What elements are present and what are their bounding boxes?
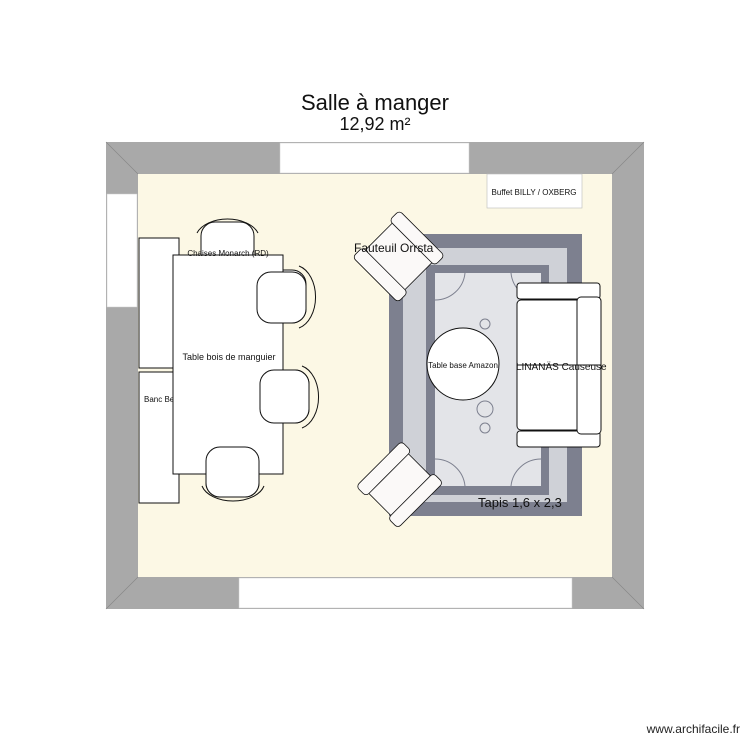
sofa[interactable] xyxy=(516,282,602,448)
sofa-label: LINANÄS Causeuse xyxy=(516,361,607,373)
window-top[interactable] xyxy=(279,142,470,174)
chairs-label: Chaises Monarch (RD) xyxy=(187,249,269,258)
watermark[interactable]: www.archifacile.fr xyxy=(646,722,740,736)
bench-label: Banc Be xyxy=(144,395,175,404)
room-title: Salle à manger xyxy=(301,90,449,115)
window-bottom[interactable] xyxy=(238,577,573,609)
table-label: Table bois de manguier xyxy=(182,352,275,362)
buffet[interactable]: Buffet BILLY / OXBERG xyxy=(486,173,583,209)
room-area: 12,92 m² xyxy=(339,114,411,134)
chair-overlay xyxy=(259,369,310,424)
round-table-label: Table base Amazon xyxy=(428,361,498,370)
buffet-label: Buffet BILLY / OXBERG xyxy=(492,188,577,197)
armchair-label: Fauteuil Orrsta xyxy=(354,241,434,255)
rug-label: Tapis 1,6 x 2,3 xyxy=(478,495,562,510)
window-left[interactable] xyxy=(106,193,138,308)
chair-overlay xyxy=(205,446,260,498)
bench[interactable]: Banc Be xyxy=(138,237,180,504)
round-table[interactable]: Table base Amazon xyxy=(426,327,500,401)
armchair-bottom[interactable] xyxy=(356,441,443,528)
chair-overlay xyxy=(256,271,307,324)
armchair-top[interactable] xyxy=(353,210,445,302)
